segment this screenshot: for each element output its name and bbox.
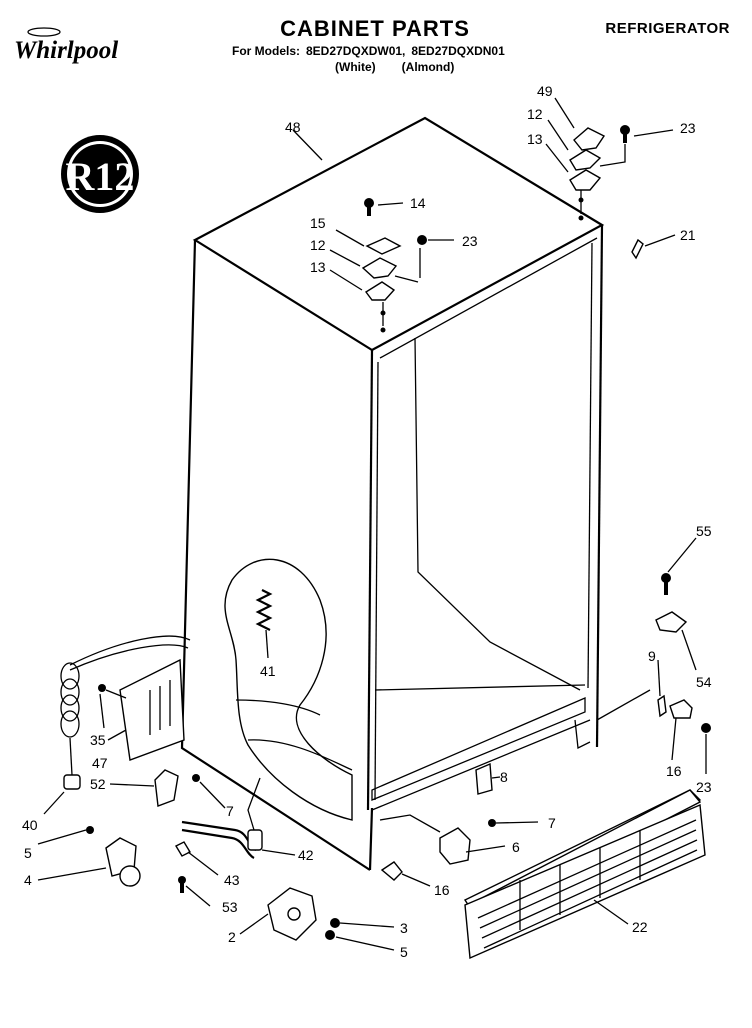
upper-hinge-left	[361, 198, 427, 333]
leader-lines	[37, 97, 707, 951]
callout-4: 4	[24, 872, 32, 888]
callout-54: 54	[696, 674, 712, 690]
power-cord-and-box	[60, 635, 191, 790]
callout-6: 6	[512, 839, 520, 855]
color-almond: (Almond)	[401, 60, 455, 74]
callout-12-left: 12	[310, 237, 326, 253]
callout-16-right: 16	[666, 763, 682, 779]
callout-3: 3	[400, 920, 408, 936]
callouts: 48 49 12 13 23 14 15 12 23 13 21 55 9 54…	[22, 83, 712, 960]
callout-55: 55	[696, 523, 712, 539]
callout-48: 48	[285, 119, 301, 135]
callout-42: 42	[298, 847, 314, 863]
bracket-52	[154, 769, 200, 807]
callout-49: 49	[537, 83, 553, 99]
callout-22: 22	[632, 919, 648, 935]
callout-14: 14	[410, 195, 426, 211]
callout-16-bottom: 16	[434, 882, 450, 898]
brand-name: Whirlpool	[14, 37, 118, 64]
leveling-parts	[380, 573, 711, 881]
callout-41: 41	[260, 663, 276, 679]
rear-roller	[86, 826, 141, 887]
callout-52: 52	[90, 776, 106, 792]
model-number-almond: 8ED27DQXDN01	[411, 44, 505, 58]
callout-40: 40	[22, 817, 38, 833]
callout-15: 15	[310, 215, 326, 231]
front-roller	[267, 887, 340, 941]
page-title: CABINET PARTS	[280, 16, 470, 41]
model-colors: (White) (Almond)	[335, 60, 454, 74]
callout-5-left: 5	[24, 845, 32, 861]
drain-tube	[175, 820, 263, 893]
callout-47: 47	[92, 755, 108, 771]
callout-13-right: 13	[527, 131, 543, 147]
callout-53: 53	[222, 899, 238, 915]
model-list: For Models: 8ED27DQXDW01, 8ED27DQXDN01	[232, 44, 511, 58]
callout-7-right: 7	[548, 815, 556, 831]
callout-13-left: 13	[310, 259, 326, 275]
r12-badge-icon: R12	[61, 135, 139, 213]
callout-9: 9	[648, 648, 656, 664]
color-white: (White)	[335, 60, 376, 74]
callout-35: 35	[90, 732, 106, 748]
cabinet-shell	[180, 116, 651, 871]
callout-21: 21	[680, 227, 696, 243]
callout-43: 43	[224, 872, 240, 888]
callout-5-bottom: 5	[400, 944, 408, 960]
callout-8: 8	[500, 769, 508, 785]
model-number-white: 8ED27DQXDW01,	[306, 44, 406, 58]
whirlpool-logo-icon: Whirlpool	[14, 27, 118, 64]
callout-7-left: 7	[226, 803, 234, 819]
upper-hinge-right	[569, 125, 644, 260]
toe-grille	[463, 789, 706, 960]
badge-text: R12	[66, 154, 135, 199]
spring	[255, 589, 273, 631]
callout-23-top-left: 23	[462, 233, 478, 249]
callout-23-bottom-right: 23	[696, 779, 712, 795]
models-prefix: For Models:	[232, 44, 300, 58]
callout-23-top-right: 23	[680, 120, 696, 136]
callout-12-right: 12	[527, 106, 543, 122]
callout-2: 2	[228, 929, 236, 945]
appliance-type: REFRIGERATOR	[605, 20, 730, 37]
